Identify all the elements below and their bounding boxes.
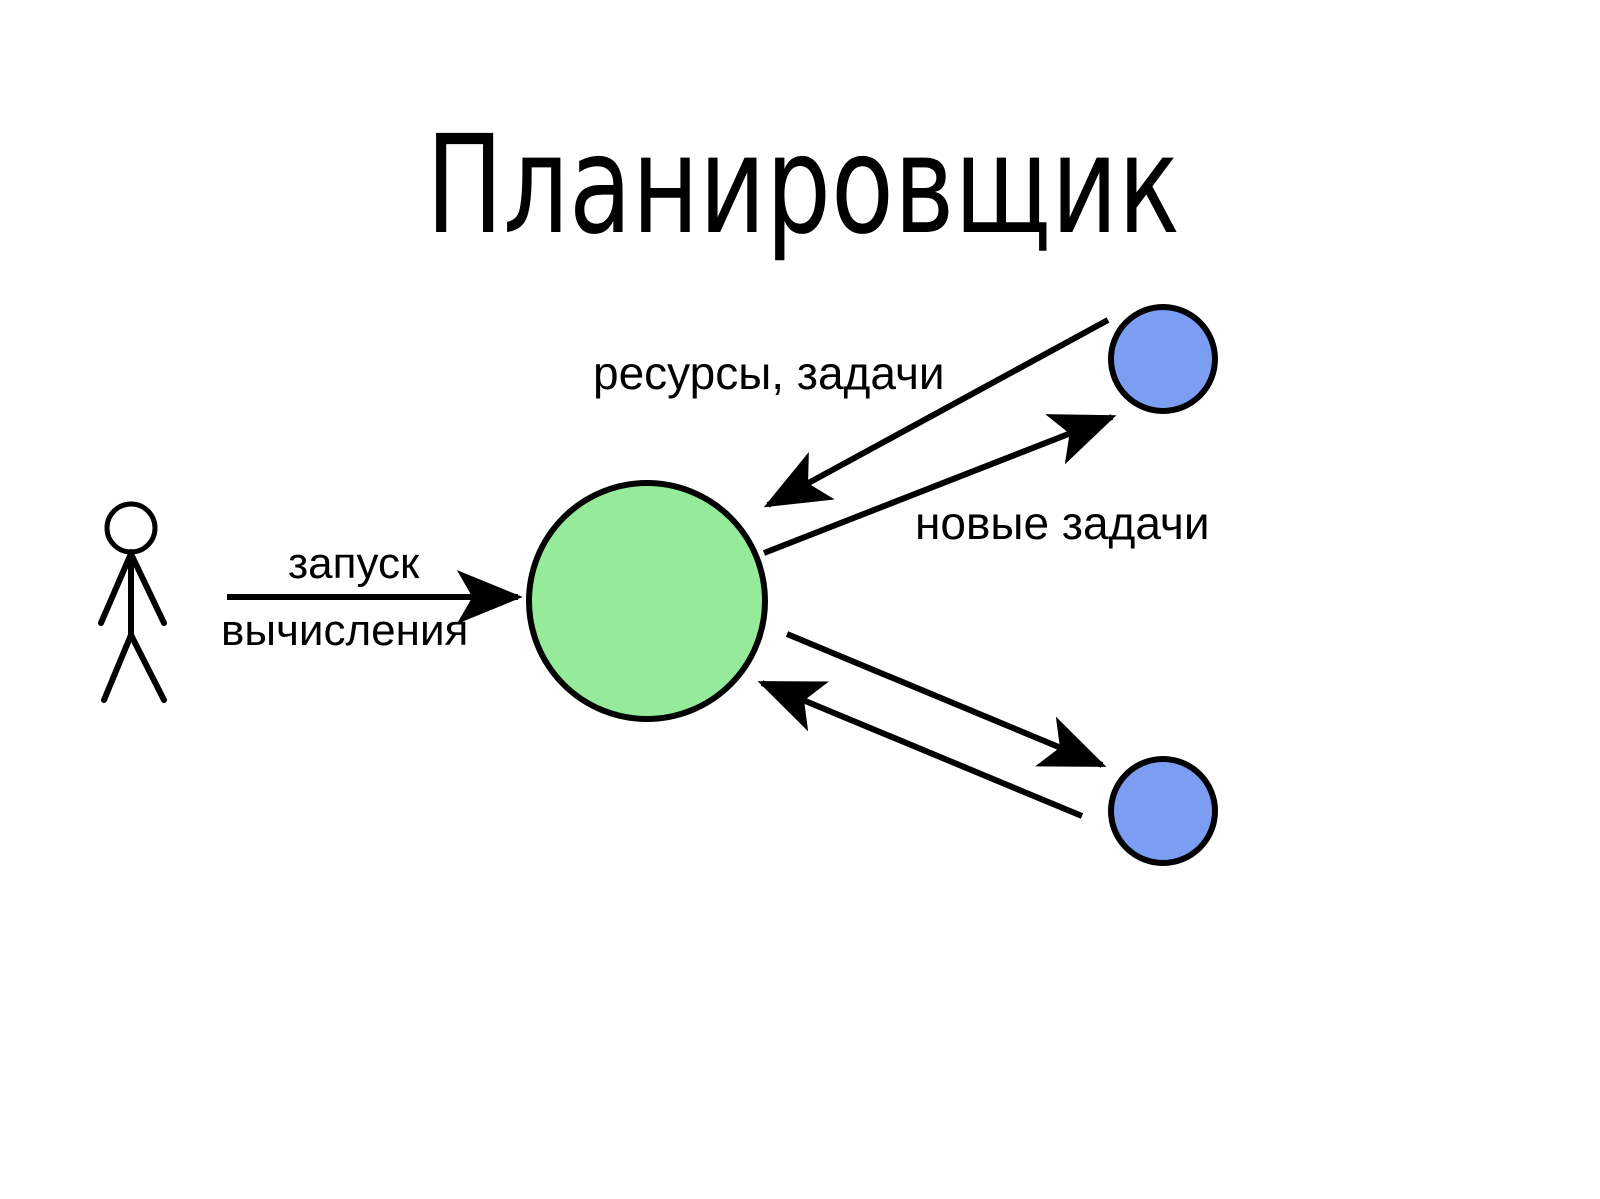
edge-worker-bottom-to-scheduler bbox=[757, 680, 1084, 819]
worker-node-top[interactable] bbox=[1108, 304, 1218, 414]
scheduler-node[interactable] bbox=[526, 480, 768, 722]
user-stick-figure bbox=[98, 501, 167, 703]
actor-left-leg bbox=[101, 632, 134, 703]
edge-label-new-tasks: новые задачи bbox=[915, 497, 1210, 549]
actor-left-arm bbox=[98, 553, 133, 626]
edge-label-launch-line1: запуск bbox=[288, 539, 420, 588]
edge-worker-top-to-scheduler bbox=[763, 317, 1110, 508]
actor-head-icon bbox=[104, 501, 158, 555]
edge-scheduler-to-worker-bottom bbox=[785, 631, 1107, 768]
actor-right-leg bbox=[128, 632, 167, 703]
page-title: Планировщик bbox=[426, 107, 1180, 265]
edge-scheduler-to-worker-top bbox=[762, 414, 1117, 556]
worker-node-bottom[interactable] bbox=[1108, 756, 1218, 866]
edge-label-launch-line2: вычисления bbox=[221, 606, 468, 655]
edge-label-resources-tasks: ресурсы, задачи bbox=[593, 347, 945, 399]
actor-right-arm bbox=[129, 553, 167, 626]
